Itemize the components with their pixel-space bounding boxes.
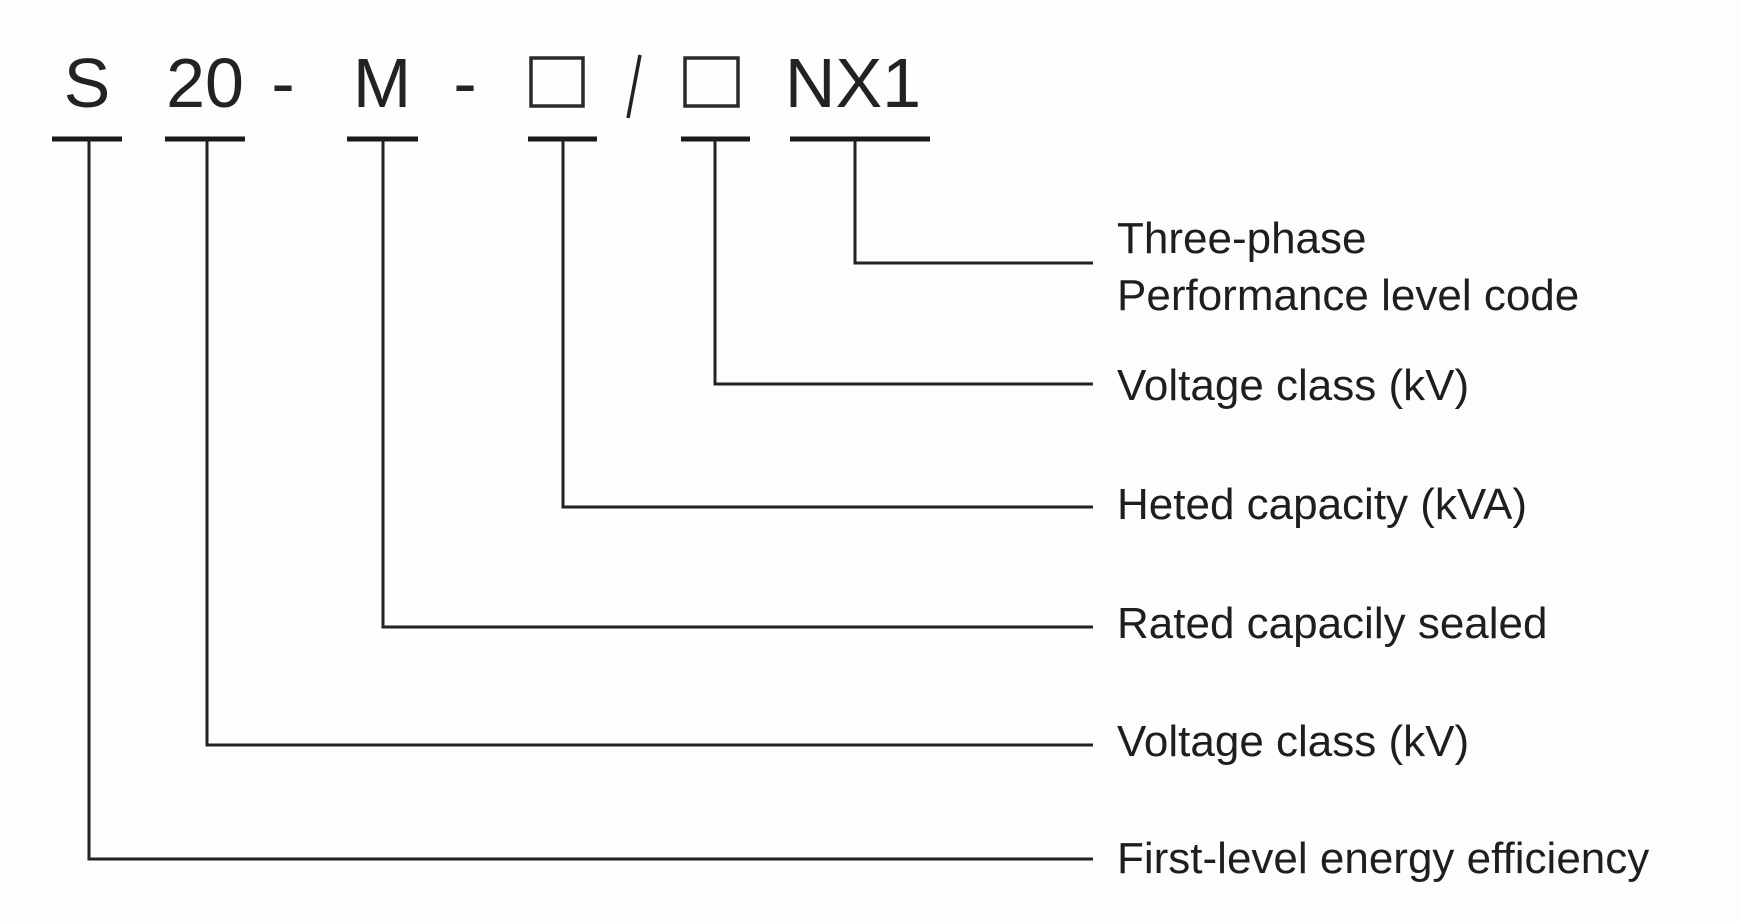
- leader-20: [205, 139, 1093, 747]
- code-20: 20: [166, 44, 244, 122]
- code-placeholder-box-2: [683, 56, 740, 108]
- label-rated-capacity-box: Heted capacity (kVA): [1117, 480, 1527, 529]
- label-first-level-energy-efficiency: First-level energy efficiency: [1117, 834, 1649, 883]
- code-dash-2: -: [453, 44, 476, 122]
- code-slash: [626, 54, 642, 119]
- leader-box-2: [713, 139, 1093, 386]
- code-nx1: NX1: [785, 44, 921, 122]
- label-performance-level-code: Performance level code: [1117, 271, 1579, 320]
- leader-box-1: [561, 139, 1093, 509]
- code-m: M: [353, 44, 411, 122]
- leader-m: [381, 139, 1093, 629]
- leader-nx1: [853, 139, 1093, 265]
- label-voltage-class-box: Voltage class (kV): [1117, 361, 1469, 410]
- code-s: S: [64, 44, 111, 122]
- leader-s: [87, 139, 1093, 861]
- label-voltage-class-20: Voltage class (kV): [1117, 717, 1469, 766]
- label-three-phase: Three-phase: [1117, 214, 1366, 263]
- label-rated-capacity-sealed: Rated capacily sealed: [1117, 599, 1547, 648]
- code-placeholder-box-1: [529, 56, 585, 108]
- code-dash-1: -: [271, 44, 294, 122]
